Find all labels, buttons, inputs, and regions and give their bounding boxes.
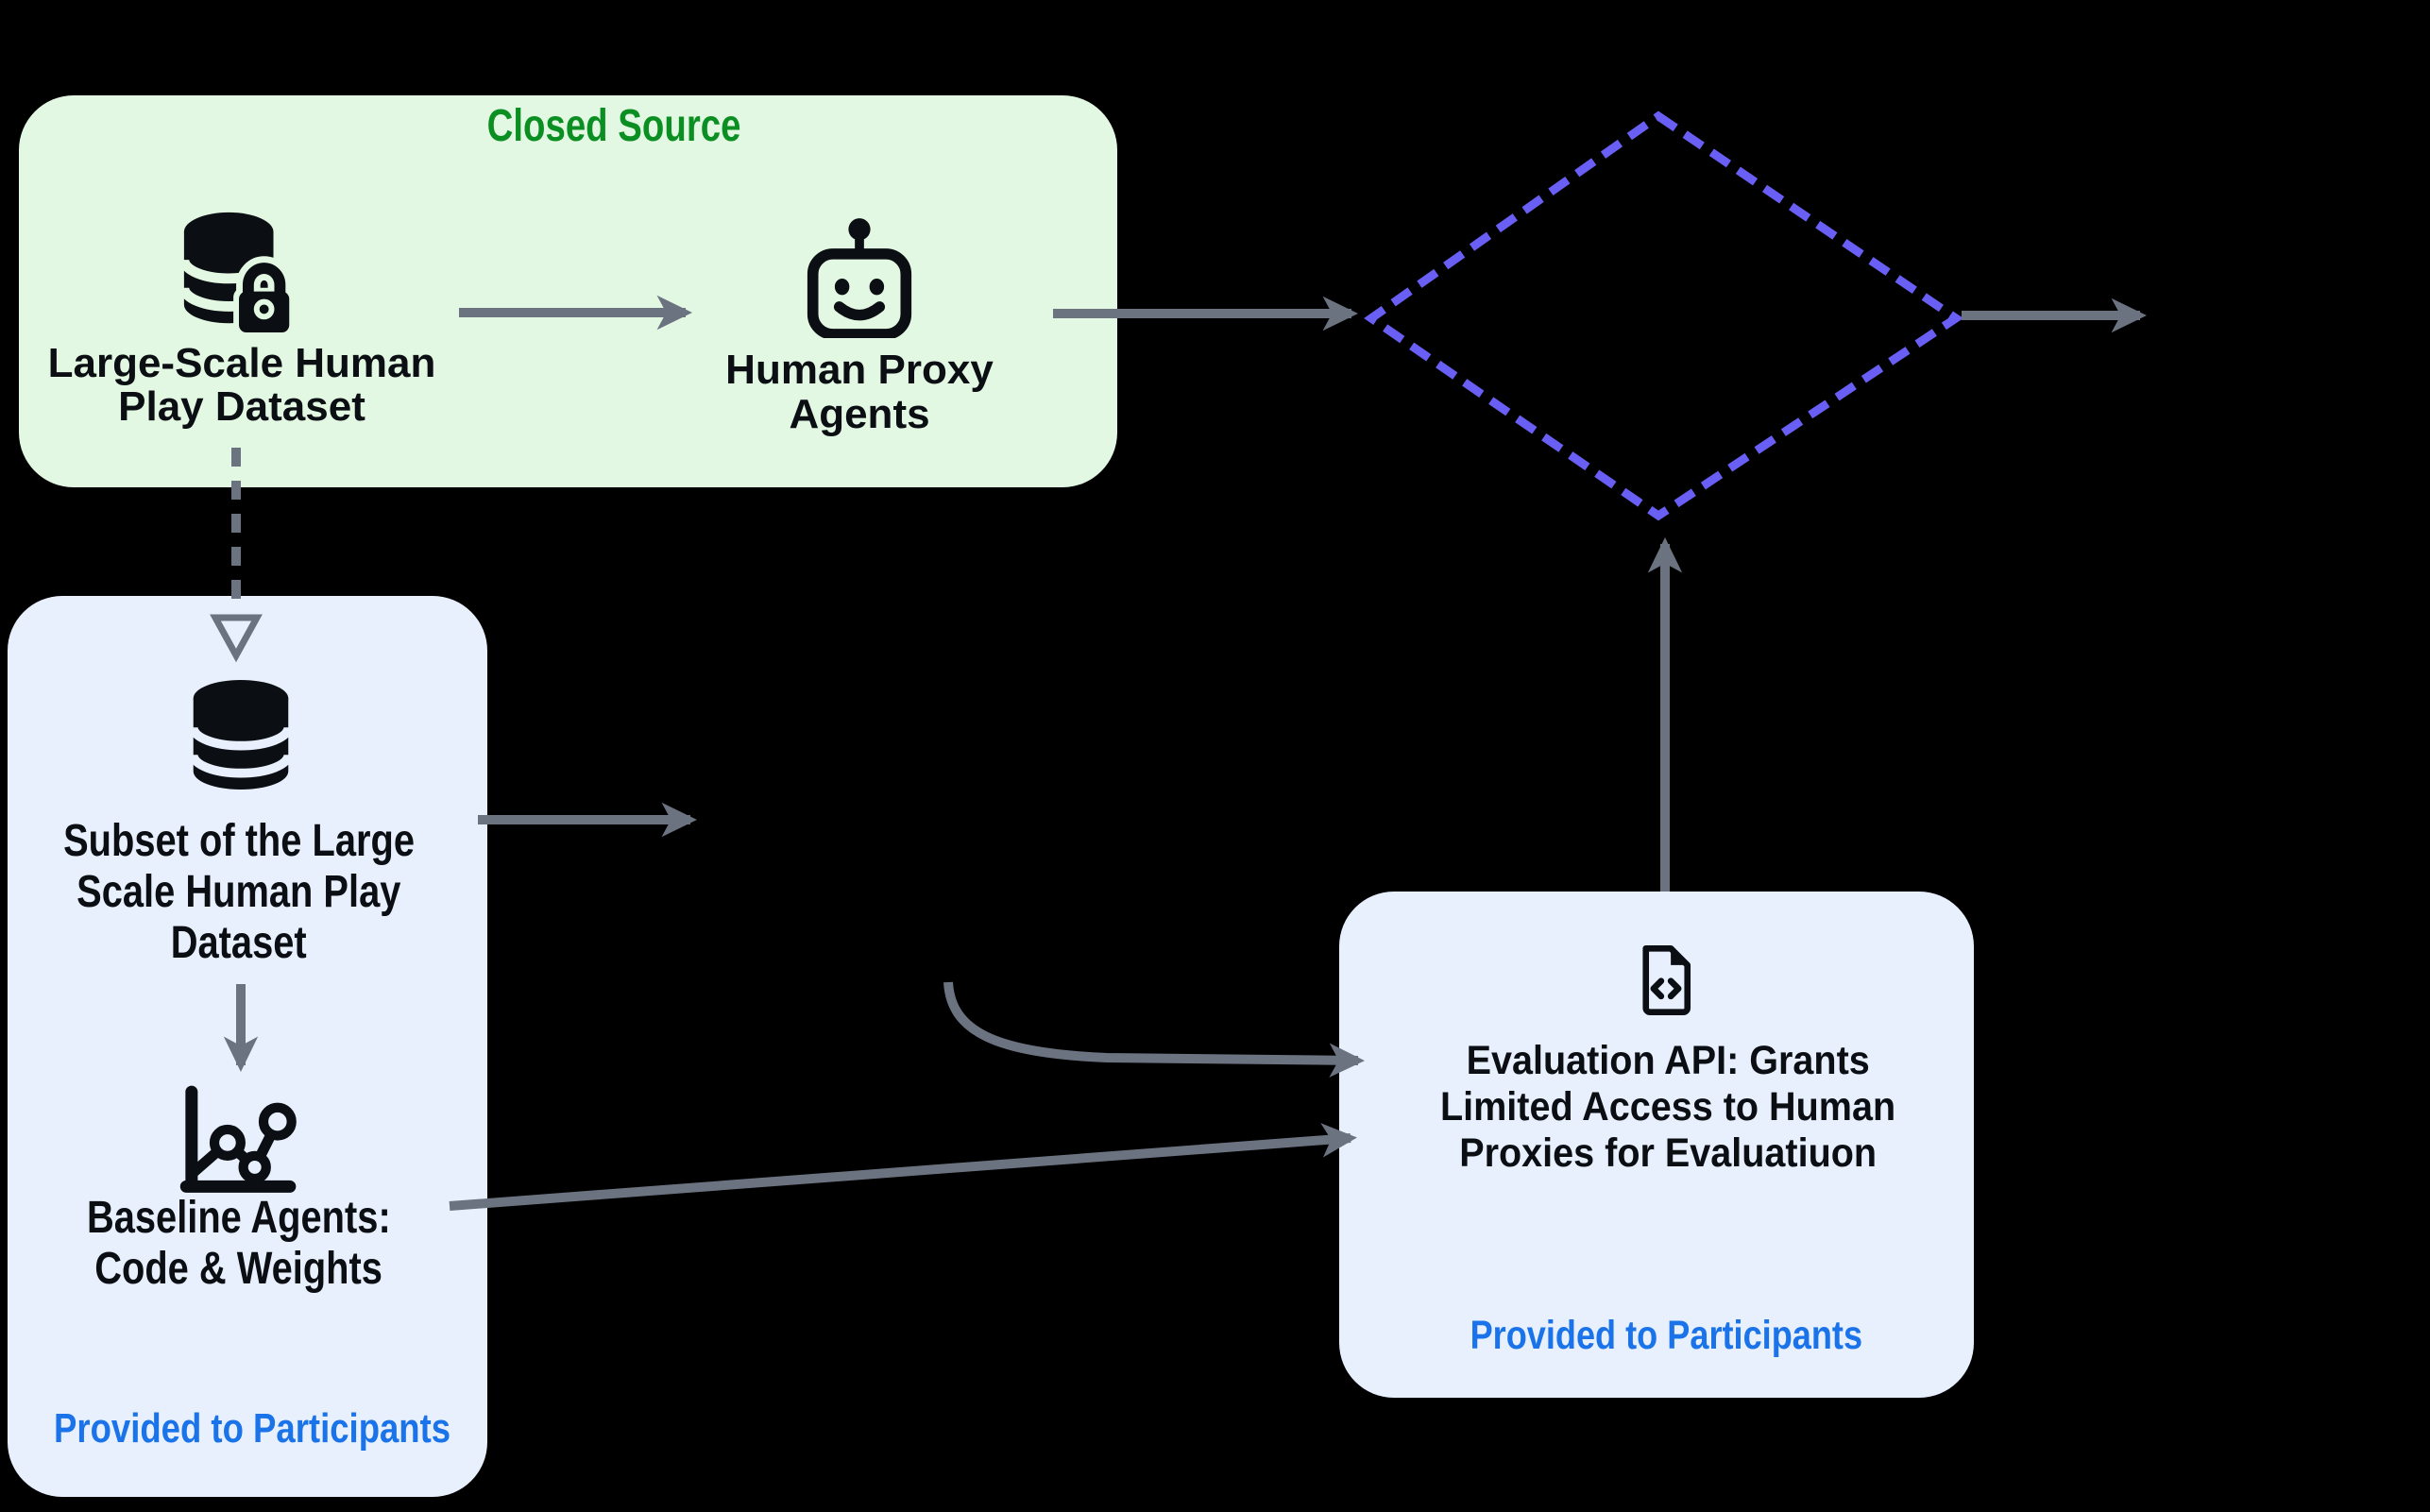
arrow-curved-to-evaluation xyxy=(943,981,1365,1078)
evaluation-footer-text: Provided to Participants xyxy=(1470,1313,1862,1358)
participants-footer-text: Provided to Participants xyxy=(54,1405,451,1452)
subset-dataset-label: Subset of the Large Scale Human Play Dat… xyxy=(3,816,475,969)
database-lock-icon xyxy=(176,206,306,336)
baseline-line2: Code & Weights xyxy=(94,1244,383,1294)
decision-diamond xyxy=(1364,110,1964,521)
baseline-agents-label: Baseline Agents: Code & Weights xyxy=(3,1193,475,1295)
large-scale-dataset-label: Large-Scale Human Play Dataset xyxy=(6,342,478,429)
closed-source-title: Closed Source xyxy=(331,102,897,151)
robot-icon xyxy=(805,217,914,338)
subset-line3: Dataset xyxy=(171,918,307,968)
human-proxy-agents-label: Human Proxy Agents xyxy=(623,348,1096,436)
closed-source-title-text: Closed Source xyxy=(486,101,741,151)
subset-line2: Scale Human Play xyxy=(76,867,401,917)
participants-box-footer: Provided to Participants xyxy=(13,1406,485,1452)
arrow-baseline-to-evaluation xyxy=(449,1123,1357,1211)
evaluation-box-footer: Provided to Participants xyxy=(1383,1313,1949,1358)
evaluation-api-box xyxy=(1339,892,1974,1398)
subset-line1: Subset of the Large xyxy=(63,816,415,866)
human-proxy-line1: Human Proxy xyxy=(725,347,994,393)
baseline-line1: Baseline Agents: xyxy=(87,1193,391,1243)
large-scale-dataset-line2: Play Dataset xyxy=(118,383,365,430)
evaluation-api-line3: Proxies for Evaluatiuon xyxy=(1459,1130,1877,1176)
evaluation-api-label: Evaluation API: Grants Limited Access to… xyxy=(1385,1038,1951,1177)
evaluation-api-line2: Limited Access to Human xyxy=(1439,1084,1896,1130)
code-file-icon xyxy=(1635,941,1697,1020)
evaluation-api-line1: Evaluation API: Grants xyxy=(1466,1038,1870,1083)
scatter-chart-icon xyxy=(178,1084,300,1199)
human-proxy-line2: Agents xyxy=(789,391,930,437)
large-scale-dataset-line1: Large-Scale Human xyxy=(47,340,436,386)
database-icon xyxy=(186,674,296,797)
